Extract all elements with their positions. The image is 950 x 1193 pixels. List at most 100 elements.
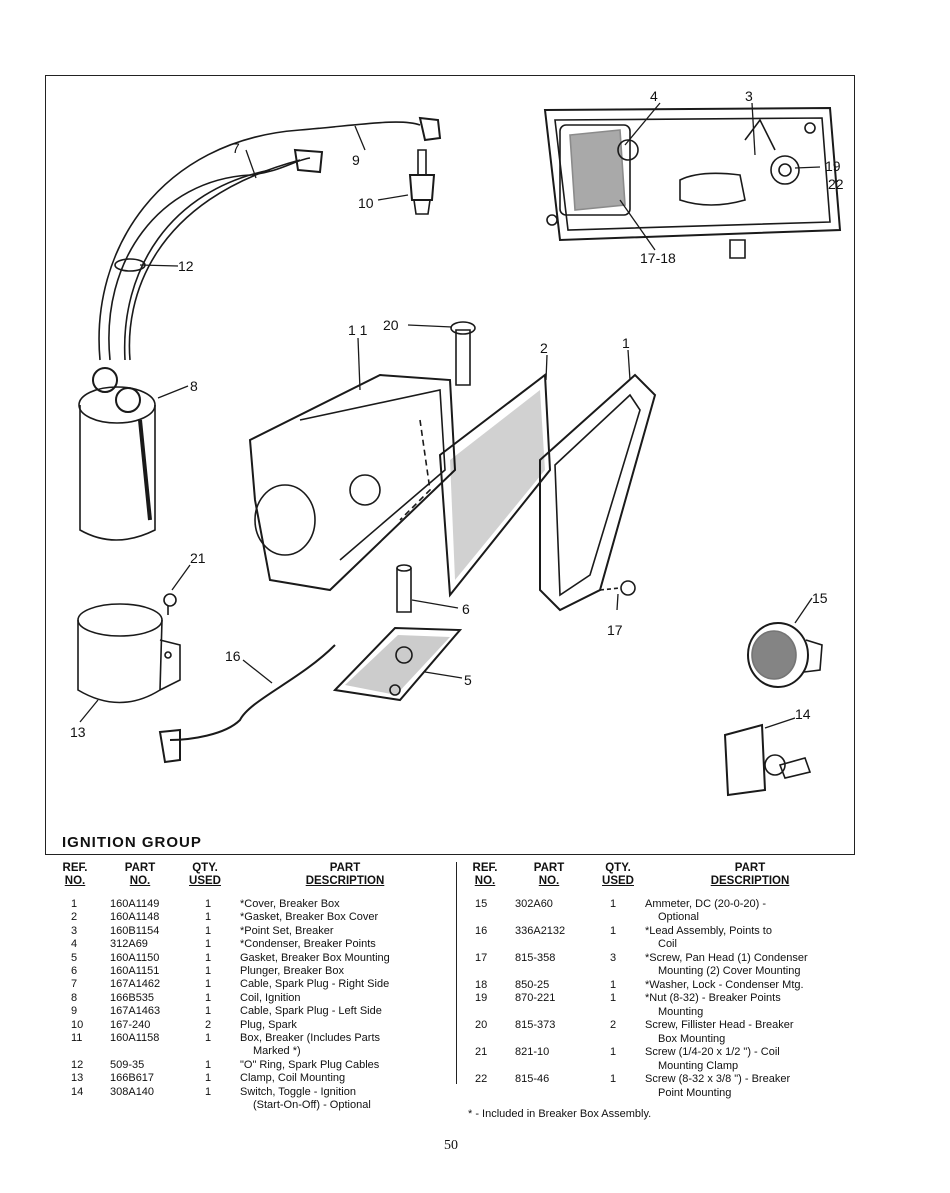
group-title: IGNITION GROUP bbox=[62, 834, 202, 851]
part-no-cell: 815-358 bbox=[515, 952, 556, 964]
ref-cell: 6 bbox=[71, 965, 78, 977]
description-cell: *Gasket, Breaker Box Cover bbox=[240, 911, 379, 924]
column-divider bbox=[456, 862, 457, 1084]
description-cell: *Washer, Lock - Condenser Mtg. bbox=[645, 979, 804, 991]
qty-cell: 1 bbox=[610, 1073, 617, 1086]
qty-cell: 1 bbox=[205, 1005, 212, 1018]
description-cell: Coil, Ignition bbox=[240, 991, 301, 1004]
footnote: * - Included in Breaker Box Assembly. bbox=[468, 1108, 652, 1120]
callout-19: 19 bbox=[825, 158, 841, 174]
part-no-cell: 160A1149 bbox=[110, 898, 160, 910]
description-cell: *Lead Assembly, Points to bbox=[645, 925, 772, 937]
toggle-switch bbox=[723, 723, 812, 797]
qty-header: QTY.USED bbox=[189, 862, 221, 887]
callout-8: 8 bbox=[190, 378, 198, 394]
part-no-cell: 336A2132 bbox=[515, 925, 566, 937]
ref-cell: 10 bbox=[71, 1018, 84, 1031]
part-no-cell: 160A1151 bbox=[110, 965, 160, 977]
part-no-cell: 167A1463 bbox=[110, 1005, 161, 1018]
spark-plug-cables bbox=[98, 116, 442, 361]
qty-cell: 1 bbox=[205, 898, 212, 910]
ref-cell: 21 bbox=[475, 1046, 488, 1059]
pan-head-screw bbox=[599, 580, 636, 596]
ref-cell: 8 bbox=[71, 991, 78, 1004]
description-cell: Screw (8-32 x 3/8 ") - Breaker bbox=[645, 1073, 791, 1086]
ref-cell: 17 bbox=[475, 952, 488, 964]
description-continuation: Coil bbox=[658, 938, 677, 951]
qty-cell: 1 bbox=[205, 1072, 212, 1085]
qty-cell: 1 bbox=[205, 911, 212, 924]
fillister-screw bbox=[450, 321, 476, 386]
part-no-cell: 815-373 bbox=[515, 1019, 556, 1032]
qty-cell: 3 bbox=[610, 952, 617, 964]
qty-cell: 1 bbox=[205, 1032, 212, 1044]
qty-cell: 1 bbox=[610, 979, 617, 991]
qty-cell: 1 bbox=[205, 978, 212, 991]
leader-lines bbox=[79, 102, 821, 729]
breaker-box-mounting-gasket bbox=[332, 626, 463, 702]
ref-cell: 20 bbox=[475, 1019, 488, 1032]
part-no-cell: 167-240 bbox=[110, 1018, 151, 1031]
qty-header: QTY.USED bbox=[602, 862, 634, 887]
exploded-parts-diagram bbox=[77, 102, 842, 797]
callout-5: 5 bbox=[464, 672, 472, 688]
lead-assembly bbox=[158, 644, 336, 764]
description-continuation: (Start-On-Off) - Optional bbox=[253, 1098, 371, 1111]
qty-cell: 1 bbox=[205, 965, 212, 977]
description-continuation: Mounting (2) Cover Mounting bbox=[658, 965, 801, 978]
callout-22: 22 bbox=[828, 176, 844, 192]
diagram-frame bbox=[45, 75, 855, 855]
ref-cell: 22 bbox=[475, 1073, 488, 1086]
part-no-cell: 302A60 bbox=[515, 898, 553, 910]
description-cell: Clamp, Coil Mounting bbox=[240, 1072, 346, 1085]
callout-16: 16 bbox=[225, 648, 241, 664]
ignition-coil bbox=[78, 367, 156, 541]
coil-clamp-screw bbox=[163, 593, 177, 615]
ref-cell: 15 bbox=[475, 898, 488, 910]
qty-cell: 1 bbox=[610, 1046, 617, 1059]
description-cell: Switch, Toggle - Ignition bbox=[240, 1085, 356, 1098]
breaker-box-inset bbox=[543, 106, 842, 259]
description-cell: Box, Breaker (Includes Parts bbox=[240, 1032, 381, 1044]
qty-cell: 1 bbox=[205, 991, 212, 1004]
ref-cell: 9 bbox=[71, 1005, 78, 1018]
ref-header: REF.NO. bbox=[62, 862, 88, 887]
callout-2: 2 bbox=[540, 340, 548, 356]
description-cell: *Cover, Breaker Box bbox=[240, 898, 340, 910]
callout-20: 20 bbox=[383, 317, 399, 333]
callout-12: 12 bbox=[178, 258, 194, 274]
qty-cell: 1 bbox=[610, 925, 617, 937]
part-no-cell: 160A1158 bbox=[110, 1032, 160, 1044]
ref-header: REF.NO. bbox=[472, 862, 498, 887]
part-no-cell: 815-46 bbox=[515, 1073, 550, 1086]
part-no-cell: 167A1462 bbox=[110, 978, 161, 991]
description-cell: Gasket, Breaker Box Mounting bbox=[240, 951, 390, 964]
callout-10: 10 bbox=[358, 195, 374, 211]
callout-13: 13 bbox=[70, 724, 86, 740]
callout-6: 6 bbox=[462, 601, 470, 617]
callout-21: 21 bbox=[190, 550, 206, 566]
callout-17: 17 bbox=[607, 622, 623, 638]
description-continuation: Mounting bbox=[658, 1005, 704, 1018]
description-cell: Screw, Fillister Head - Breaker bbox=[645, 1019, 794, 1032]
part-no-cell: 870-221 bbox=[515, 992, 556, 1005]
ref-cell: 16 bbox=[475, 925, 488, 937]
breaker-box bbox=[248, 373, 457, 592]
description-cell: *Screw, Pan Head (1) Condenser bbox=[645, 952, 808, 964]
part-no-cell: 160A1150 bbox=[110, 951, 160, 964]
description-cell: Plug, Spark bbox=[240, 1018, 297, 1031]
description-cell: Screw (1/4-20 x 1/2 ") - Coil bbox=[645, 1046, 780, 1059]
callout-7: 7 bbox=[232, 140, 240, 156]
qty-cell: 1 bbox=[205, 924, 212, 937]
part-no-cell: 160B1154 bbox=[110, 924, 160, 937]
qty-cell: 1 bbox=[610, 992, 617, 1005]
breaker-box-cover-gasket bbox=[438, 373, 552, 598]
description-cell: *Point Set, Breaker bbox=[240, 924, 334, 937]
ref-cell: 3 bbox=[71, 924, 78, 937]
description-continuation: Marked *) bbox=[253, 1045, 301, 1058]
description-continuation: Box Mounting bbox=[658, 1032, 726, 1045]
page-number: 50 bbox=[444, 1138, 458, 1153]
